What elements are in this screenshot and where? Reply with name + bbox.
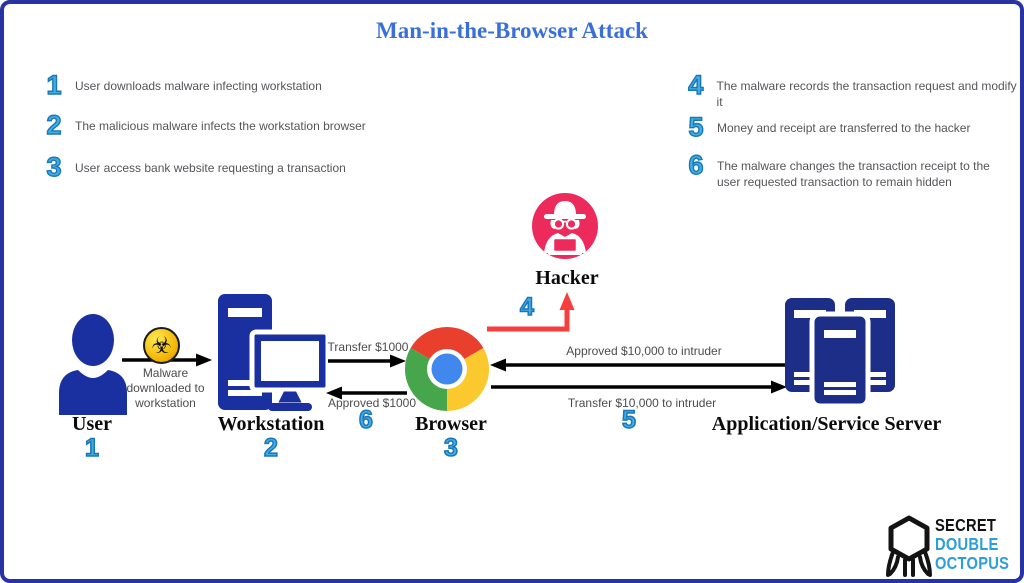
step-item-4: 4 The malware records the transaction re… xyxy=(684,70,1020,110)
node-label-browser: Browser xyxy=(415,413,487,435)
caption-approved-1000: Approved $1000 xyxy=(327,396,417,410)
step-number: 2 xyxy=(46,110,62,140)
step-text: User downloads malware infecting worksta… xyxy=(75,79,322,93)
step-item-3: 3 User access bank website requesting a … xyxy=(42,152,346,182)
flow-number-5: 5 xyxy=(621,406,636,434)
logo-wordmark: SECRET DOUBLE OCTOPUS xyxy=(935,515,1020,573)
node-label-server: Application/Service Server xyxy=(711,413,942,435)
node-label-hacker: Hacker xyxy=(535,267,599,289)
logo-double: DOUBLE xyxy=(935,534,999,554)
step-item-1: 1 User downloads malware infecting works… xyxy=(42,70,322,100)
step-number: 5 xyxy=(688,112,704,142)
step-item-2: 2 The malicious malware infects the work… xyxy=(42,110,366,140)
diagram-title: Man-in-the-Browser Attack xyxy=(376,18,648,43)
step-text: User access bank website requesting a tr… xyxy=(75,161,346,175)
node-label-user: User xyxy=(72,413,112,435)
chrome-browser-icon xyxy=(404,326,490,411)
caption-approved-10000: Approved $10,000 to intruder xyxy=(566,344,722,358)
server-icon xyxy=(785,298,895,408)
step-text: The malware changes the transaction rece… xyxy=(717,159,990,189)
flow-number-4: 4 xyxy=(519,293,534,321)
logo-secret: SECRET xyxy=(935,515,997,535)
step-item-5: 5 Money and receipt are transferred to t… xyxy=(684,112,971,142)
step-text: Money and receipt are transferred to the… xyxy=(717,121,971,135)
caption-transfer-1000: Transfer $1000 xyxy=(327,340,409,354)
step-text: The malware records the transaction requ… xyxy=(716,79,1017,109)
node-label-workstation: Workstation xyxy=(217,413,325,435)
flow-arrows xyxy=(122,292,789,400)
step-number: 3 xyxy=(46,152,62,182)
step-number: 6 xyxy=(688,150,704,180)
octopus-logo-icon xyxy=(886,515,932,577)
step-text: The malicious malware infects the workst… xyxy=(75,119,366,133)
biohazard-icon: ☣ xyxy=(143,327,180,364)
step-item-6: 6 The malware changes the transaction re… xyxy=(684,150,999,190)
user-icon xyxy=(59,314,127,415)
node-number-user: 1 xyxy=(84,434,99,462)
node-number-browser: 3 xyxy=(443,434,458,462)
biohazard-glyph: ☣ xyxy=(151,332,172,359)
node-number-workstation: 2 xyxy=(263,434,278,462)
hacker-icon xyxy=(532,193,598,259)
logo-octopus: OCTOPUS xyxy=(935,553,1010,573)
caption-malware-download: Malware downloaded to workstation xyxy=(126,366,205,410)
workstation-icon xyxy=(218,294,328,411)
step-number: 4 xyxy=(688,70,704,100)
arrow-browser-to-hacker xyxy=(487,292,575,332)
step-number: 1 xyxy=(46,70,62,100)
flow-number-6: 6 xyxy=(358,406,373,434)
caption-transfer-10000: Transfer $10,000 to intruder xyxy=(567,396,717,410)
